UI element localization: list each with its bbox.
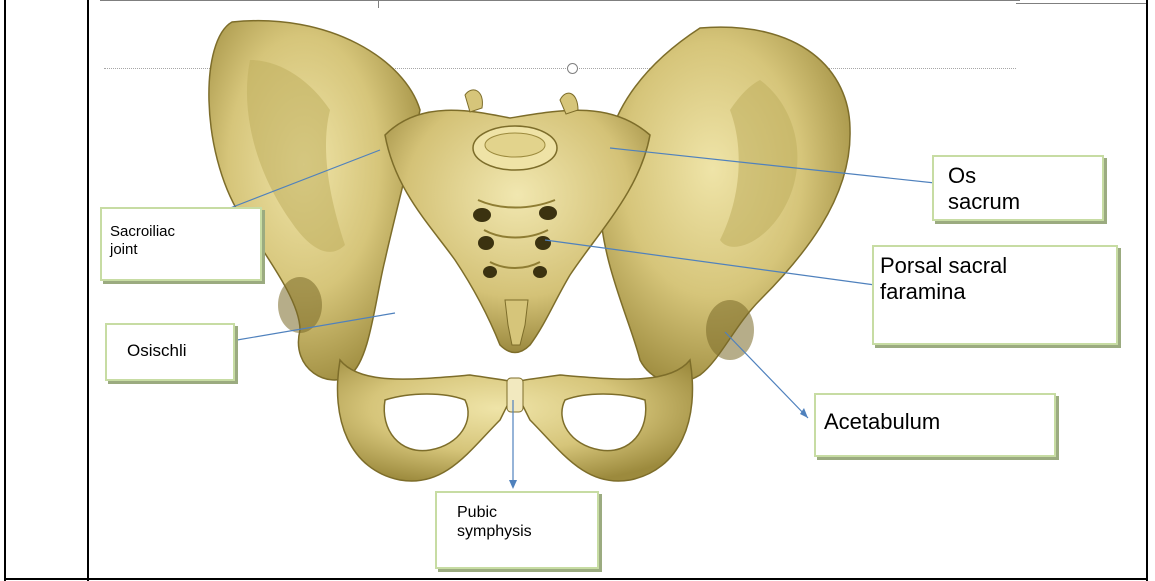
label-os-sacrum-text: Os sacrum <box>948 163 1102 216</box>
label-sacroiliac-joint-text: Sacroiliac joint <box>110 223 260 259</box>
label-porsal-sacral-faramina: Porsal sacral faramina <box>872 245 1118 345</box>
label-acetabulum-text: Acetabulum <box>824 409 1054 435</box>
label-os-sacrum: Os sacrum <box>932 155 1104 221</box>
label-osischli-text: Osischli <box>127 341 233 361</box>
label-porsal-sacral-faramina-text: Porsal sacral faramina <box>880 253 1116 306</box>
label-pubic-symphysis-text: Pubic symphysis <box>457 503 597 541</box>
label-osischli: Osischli <box>105 323 235 381</box>
leader-acetabulum <box>725 332 808 418</box>
label-acetabulum: Acetabulum <box>814 393 1056 457</box>
label-pubic-symphysis: Pubic symphysis <box>435 491 599 569</box>
label-sacroiliac-joint: Sacroiliac joint <box>100 207 262 281</box>
